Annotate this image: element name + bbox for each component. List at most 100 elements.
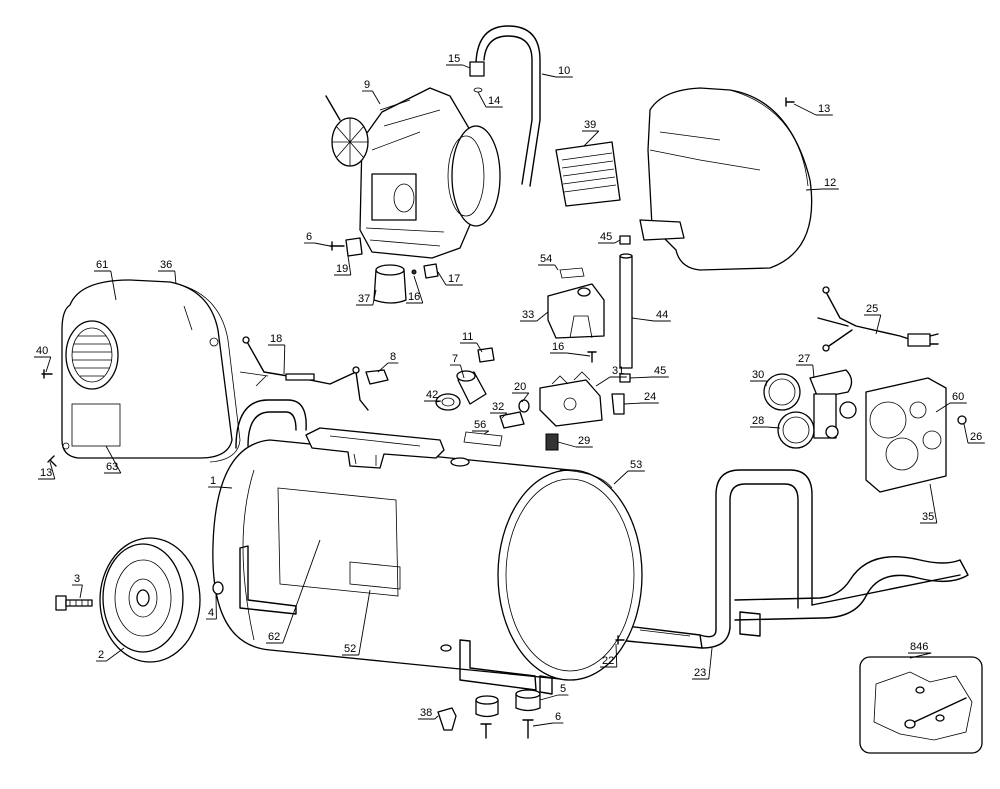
callout-label-4: 4 [208, 607, 214, 619]
callout-label-13b: 13 [818, 103, 830, 115]
leader-line-3 [80, 585, 82, 598]
part-motor-pump [326, 88, 500, 258]
leader-line-38 [435, 716, 438, 719]
leader-line-17 [438, 272, 446, 285]
callout-label-52: 52 [344, 643, 356, 655]
part-screw-13a [48, 456, 56, 466]
leader-line-2 [106, 648, 124, 661]
leader-line-23 [709, 648, 712, 679]
callout-label-54: 54 [540, 253, 552, 265]
callout-label-8: 8 [390, 351, 396, 363]
part-handle-frame [616, 470, 968, 648]
leader-line-15 [463, 65, 470, 68]
part-bracket-19 [346, 238, 362, 256]
leader-line-6a [314, 243, 330, 246]
callout-label-36: 36 [160, 259, 172, 271]
part-56 [464, 432, 502, 446]
callout-label-39: 39 [584, 119, 596, 131]
part-rubber-feet [476, 690, 540, 738]
callout-label-45a: 45 [600, 231, 612, 243]
part-nut-4 [213, 582, 223, 594]
part-screw-6a [330, 242, 344, 250]
part-pressure-switch [540, 372, 602, 426]
callout-label-45b: 45 [654, 365, 666, 377]
part-kit-846 [860, 657, 982, 753]
callout-label-26: 26 [970, 431, 982, 443]
part-bracket-17 [424, 264, 438, 278]
leader-line-9 [372, 91, 380, 104]
callout-label-7: 7 [452, 353, 458, 365]
part-gauges-manifold [764, 370, 856, 448]
callout-label-30: 30 [752, 369, 764, 381]
callout-label-60: 60 [952, 391, 964, 403]
callout-label-29: 29 [578, 435, 590, 447]
part-wheel [100, 538, 200, 662]
callout-label-2: 2 [98, 649, 104, 661]
part-panel-35 [866, 378, 946, 492]
leader-line-53 [614, 471, 628, 484]
callout-label-16b: 16 [552, 341, 564, 353]
callout-label-37: 37 [358, 293, 370, 305]
callout-label-10: 10 [558, 65, 570, 77]
callout-label-20: 20 [514, 381, 526, 393]
callout-label-22: 22 [602, 655, 614, 667]
callout-label-25: 25 [866, 303, 878, 315]
part-fitting-38 [438, 708, 456, 730]
leader-line-24 [624, 403, 642, 404]
part-screw-40 [42, 370, 52, 378]
callout-label-9: 9 [364, 79, 370, 91]
part-20 [519, 400, 529, 412]
callout-label-56: 56 [474, 419, 486, 431]
leader-line-13b [794, 104, 816, 115]
leader-line-16b [567, 353, 590, 356]
leader-line-26 [964, 424, 968, 443]
callout-label-28: 28 [752, 415, 764, 427]
callout-label-846: 846 [910, 641, 928, 653]
callout-label-1: 1 [210, 475, 216, 487]
leader-line-54 [555, 265, 558, 270]
part-32 [500, 412, 524, 428]
callout-label-38: 38 [420, 707, 432, 719]
callout-label-40: 40 [36, 345, 48, 357]
leader-line-6b [533, 723, 553, 726]
part-nut-45a [620, 236, 630, 244]
part-pipe-44 [620, 254, 632, 368]
callout-label-16a: 16 [408, 291, 420, 303]
callout-label-32: 32 [492, 401, 504, 413]
part-nut-15 [470, 62, 484, 76]
leader-line-44 [632, 318, 654, 321]
callout-label-6b: 6 [555, 711, 561, 723]
callout-label-27: 27 [798, 353, 810, 365]
leader-line-5 [540, 695, 558, 700]
callout-label-31: 31 [612, 365, 624, 377]
callout-label-19: 19 [336, 263, 348, 275]
part-nut-26 [958, 416, 966, 424]
part-hose-tube-18 [240, 337, 368, 410]
callout-label-15: 15 [448, 53, 460, 65]
part-air-tank [213, 440, 642, 694]
part-spring-29 [546, 434, 558, 450]
callout-label-53: 53 [630, 459, 642, 471]
leader-line-36 [175, 271, 176, 284]
leader-line-27 [813, 365, 814, 378]
part-cover-33 [548, 284, 604, 338]
callout-label-42: 42 [426, 389, 438, 401]
callout-label-14: 14 [488, 95, 500, 107]
part-cylinder-37 [374, 265, 406, 303]
leader-line-10 [542, 74, 556, 77]
callout-label-3: 3 [74, 573, 80, 585]
part-wheel-bolt [56, 596, 92, 610]
part-screw-16b [588, 352, 596, 362]
part-oring-14 [474, 88, 482, 92]
leader-line-19 [348, 256, 351, 275]
part-gasket-54 [560, 268, 584, 278]
callout-label-17: 17 [448, 273, 460, 285]
leader-line-45a [615, 240, 620, 243]
part-tube-42 [436, 394, 460, 410]
leader-line-45b [630, 377, 652, 378]
callout-label-62: 62 [268, 631, 280, 643]
callout-label-5: 5 [560, 683, 566, 695]
part-7-fitting [457, 371, 486, 404]
